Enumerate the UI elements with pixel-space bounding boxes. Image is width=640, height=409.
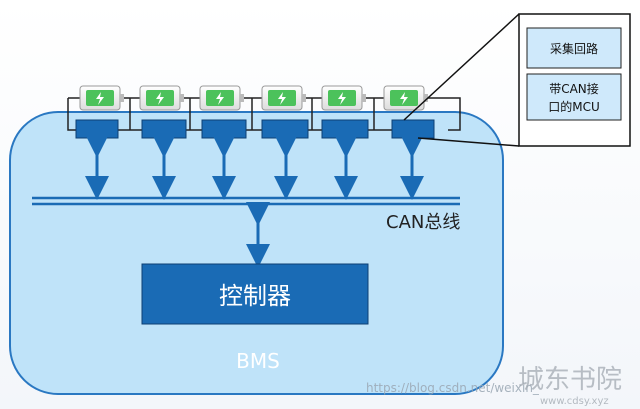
battery-cell bbox=[139, 85, 184, 111]
sensing-modules bbox=[75, 119, 435, 139]
sensing-module bbox=[141, 119, 187, 139]
module-bus-arrows bbox=[85, 134, 424, 200]
battery-cell bbox=[261, 85, 306, 111]
watermark-url: https://blog.csdn.net/weixin_ bbox=[366, 381, 540, 395]
watermark-brand-url: www.cdsy.xyz bbox=[540, 396, 609, 407]
detail-mcu-box bbox=[526, 73, 622, 121]
battery-cell bbox=[199, 85, 244, 111]
sensing-module bbox=[391, 119, 435, 139]
detail-mcu-label-line2: 口的MCU bbox=[548, 99, 600, 114]
sensing-module bbox=[321, 119, 369, 139]
battery-cell bbox=[383, 85, 428, 111]
detail-mcu-label-line1: 带CAN接 bbox=[549, 81, 599, 96]
battery-cell bbox=[321, 85, 366, 111]
controller-label: 控制器 bbox=[219, 282, 291, 310]
controller-box bbox=[141, 263, 369, 325]
detail-acquisition-label: 采集回路 bbox=[550, 41, 598, 56]
watermark-brand: 城东书院 bbox=[518, 365, 622, 395]
sensing-module bbox=[201, 119, 247, 139]
zoom-callout-lines bbox=[403, 13, 520, 147]
battery-cell bbox=[79, 85, 124, 111]
sensing-module bbox=[75, 119, 119, 139]
detail-acquisition-box bbox=[526, 27, 622, 69]
sensing-module bbox=[261, 119, 309, 139]
bms-label: BMS bbox=[236, 349, 280, 373]
can-bus-label: CAN总线 bbox=[386, 212, 460, 233]
